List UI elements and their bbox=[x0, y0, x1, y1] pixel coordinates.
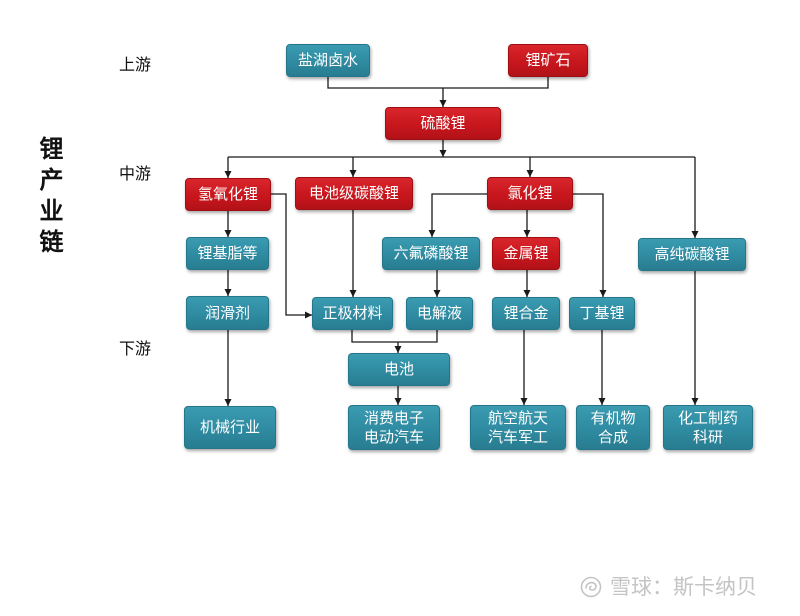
node-organic-synthesis-line-2: 合成 bbox=[597, 427, 628, 446]
node-machinery: 机械行业 bbox=[184, 406, 276, 449]
connector-chloride-to-lipf6 bbox=[428, 193, 487, 237]
xueqiu-logo-icon bbox=[580, 576, 602, 598]
node-battery-carbonate: 电池级碳酸锂 bbox=[295, 177, 413, 210]
stage-label-midstream: 中游 bbox=[119, 164, 152, 183]
stage-label-downstream: 下游 bbox=[119, 339, 152, 358]
node-high-purity-carbonate: 高纯碳酸锂 bbox=[638, 238, 746, 271]
node-hydroxide: 氢氧化锂 bbox=[185, 178, 271, 211]
node-lubricant: 润滑剂 bbox=[186, 296, 269, 330]
node-sulfate: 硫酸锂 bbox=[385, 107, 501, 140]
node-chem-pharma-line-2: 科研 bbox=[692, 427, 723, 446]
node-brine: 盐湖卤水 bbox=[286, 44, 370, 77]
node-electrolyte: 电解液 bbox=[406, 297, 473, 330]
node-cathode: 正极材料 bbox=[312, 297, 393, 330]
node-metal: 金属锂 bbox=[492, 237, 560, 270]
node-butyllithium: 丁基锂 bbox=[569, 297, 635, 330]
node-alloy: 锂合金 bbox=[492, 297, 560, 330]
node-grease: 锂基脂等 bbox=[186, 237, 269, 270]
connector-cathode-electrolyte-merge bbox=[351, 330, 438, 343]
connector-chloride-to-butyllithium bbox=[573, 193, 607, 297]
watermark: 雪球：斯卡纳贝 bbox=[580, 576, 757, 598]
node-organic-synthesis-line-1: 有机物 bbox=[590, 408, 636, 427]
node-consumer-ev: 消费电子 电动汽车 bbox=[348, 405, 440, 450]
node-ore: 锂矿石 bbox=[508, 44, 588, 77]
chain-title: 锂产业链 bbox=[35, 136, 63, 260]
connector-sources-merge bbox=[327, 77, 549, 89]
node-consumer-ev-line-2: 电动汽车 bbox=[363, 427, 424, 446]
node-lipf6: 六氟磷酸锂 bbox=[382, 237, 480, 270]
node-aerospace-auto: 航空航天 汽车军工 bbox=[470, 405, 566, 450]
node-chem-pharma: 化工制药 科研 bbox=[663, 405, 753, 450]
connector-hydroxide-to-cathode bbox=[271, 193, 312, 319]
stage-label-upstream: 上游 bbox=[119, 55, 152, 74]
node-chem-pharma-line-1: 化工制药 bbox=[677, 408, 738, 427]
node-battery: 电池 bbox=[348, 353, 450, 386]
node-consumer-ev-line-1: 消费电子 bbox=[363, 408, 424, 427]
node-aerospace-auto-line-1: 航空航天 bbox=[487, 408, 548, 427]
node-organic-synthesis: 有机物 合成 bbox=[576, 405, 650, 450]
node-chloride: 氯化锂 bbox=[487, 177, 573, 210]
watermark-text: 雪球：斯卡纳贝 bbox=[610, 574, 757, 599]
node-aerospace-auto-line-2: 汽车军工 bbox=[487, 427, 548, 446]
